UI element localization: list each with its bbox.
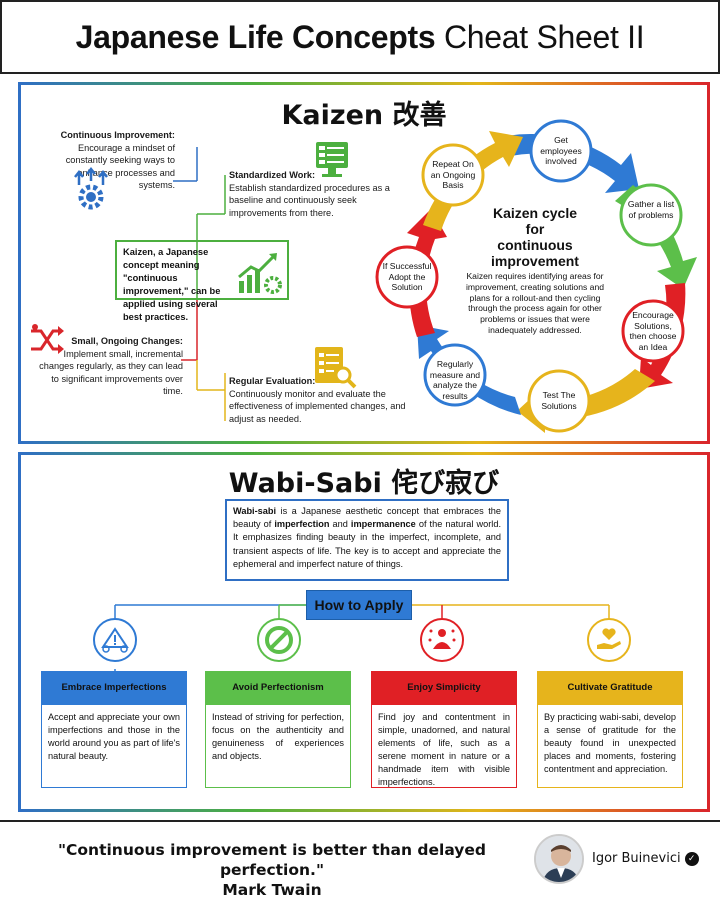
kaizen-connectors [173, 147, 226, 421]
card-avoid-perfectionism-text: Instead of striving for perfection, focu… [205, 704, 351, 788]
cycle-node-2 [619, 183, 683, 247]
shuffle-arrows-icon [31, 324, 64, 354]
cycle-node-1 [529, 119, 593, 183]
cycle-node-5 [423, 343, 487, 407]
gear-arrows-icon [74, 166, 108, 210]
avatar[interactable] [534, 834, 584, 884]
footer: "Continuous improvement is better than d… [0, 820, 720, 900]
small-changes-text: Small, Ongoing Changes: Implement small,… [39, 336, 183, 397]
quote-author: Mark Twain [222, 881, 322, 899]
card-embrace-imperfections-text: Accept and appreciate your own imperfect… [41, 704, 187, 788]
triangle-gears-icon [93, 618, 137, 662]
regular-evaluation-text: Regular Evaluation: Continuously monitor… [229, 376, 406, 424]
kaizen-panel: Kaizen 改善 Continuous Improvement: Encour… [18, 82, 710, 444]
cycle-step-1: Get employees involved [540, 135, 582, 166]
cycle-step-7: Repeat On an Ongoing Basis [430, 159, 476, 190]
cycle-step-2: Gather a list of problems [627, 199, 675, 220]
standardized-work-text: Standardized Work: Establish standardize… [229, 170, 390, 218]
cycle-node-4 [527, 369, 591, 433]
kaizen-cycle-diagram [375, 119, 697, 433]
quote: "Continuous improvement is better than d… [24, 840, 520, 900]
cycle-title: Kaizen cycle for continuous improvement [491, 205, 579, 269]
card-enjoy-simplicity-text: Find joy and contentment in simple, unad… [371, 704, 517, 788]
continuous-improvement-text: Continuous Improvement: Encourage a mind… [60, 130, 175, 191]
cycle-step-5: Regularly measure and analyze the result… [429, 359, 481, 401]
cycle-step-4: Test The Solutions [541, 390, 577, 411]
kaizen-concept-box: Kaizen, a Japanese concept meaning "cont… [115, 240, 289, 322]
page-title: Japanese Life Concepts Cheat Sheet II [75, 18, 645, 55]
cycle-node-6 [375, 245, 439, 309]
clipboard-search-icon [315, 347, 357, 389]
how-to-apply-label: How to Apply [306, 590, 412, 620]
page-header: Japanese Life Concepts Cheat Sheet II [0, 0, 720, 74]
growth-chart-icon [238, 253, 282, 294]
cycle-step-3: Encourage Solutions, then choose an Idea [629, 310, 677, 352]
cycle-arrow-5 [417, 325, 521, 415]
wabi-sabi-panel: Wabi-Sabi 侘び寂び Wabi-sabi is a Japanese a… [18, 452, 710, 812]
cycle-step-6: If Successful Adopt the Solution [382, 261, 432, 292]
wabi-sabi-intro: Wabi-sabi is a Japanese aesthetic concep… [225, 499, 509, 581]
kaizen-title: Kaizen 改善 [281, 100, 447, 131]
checklist-monitor-icon [316, 142, 348, 177]
author-link[interactable]: Igor Buinevici ✓ [592, 851, 699, 866]
card-embrace-imperfections-title: Embrace Imperfections [41, 671, 187, 704]
cycle-node-7 [421, 143, 485, 207]
cycle-node-3 [621, 299, 685, 363]
prohibited-icon [257, 618, 301, 662]
card-cultivate-gratitude-title: Cultivate Gratitude [537, 671, 683, 704]
person-icon [536, 836, 582, 882]
cycle-description: Kaizen requires identifying areas for im… [465, 271, 605, 335]
meditation-icon [420, 618, 464, 662]
card-avoid-perfectionism-title: Avoid Perfectionism [205, 671, 351, 704]
verified-icon: ✓ [684, 851, 699, 866]
card-cultivate-gratitude-text: By practicing wabi-sabi, develop a sense… [537, 704, 683, 788]
author-name: Igor Buinevici [592, 851, 681, 866]
wabi-sabi-title: Wabi-Sabi 侘び寂び [228, 468, 500, 499]
heart-hand-icon [587, 618, 631, 662]
card-enjoy-simplicity-title: Enjoy Simplicity [371, 671, 517, 704]
quote-text: "Continuous improvement is better than d… [57, 841, 487, 879]
